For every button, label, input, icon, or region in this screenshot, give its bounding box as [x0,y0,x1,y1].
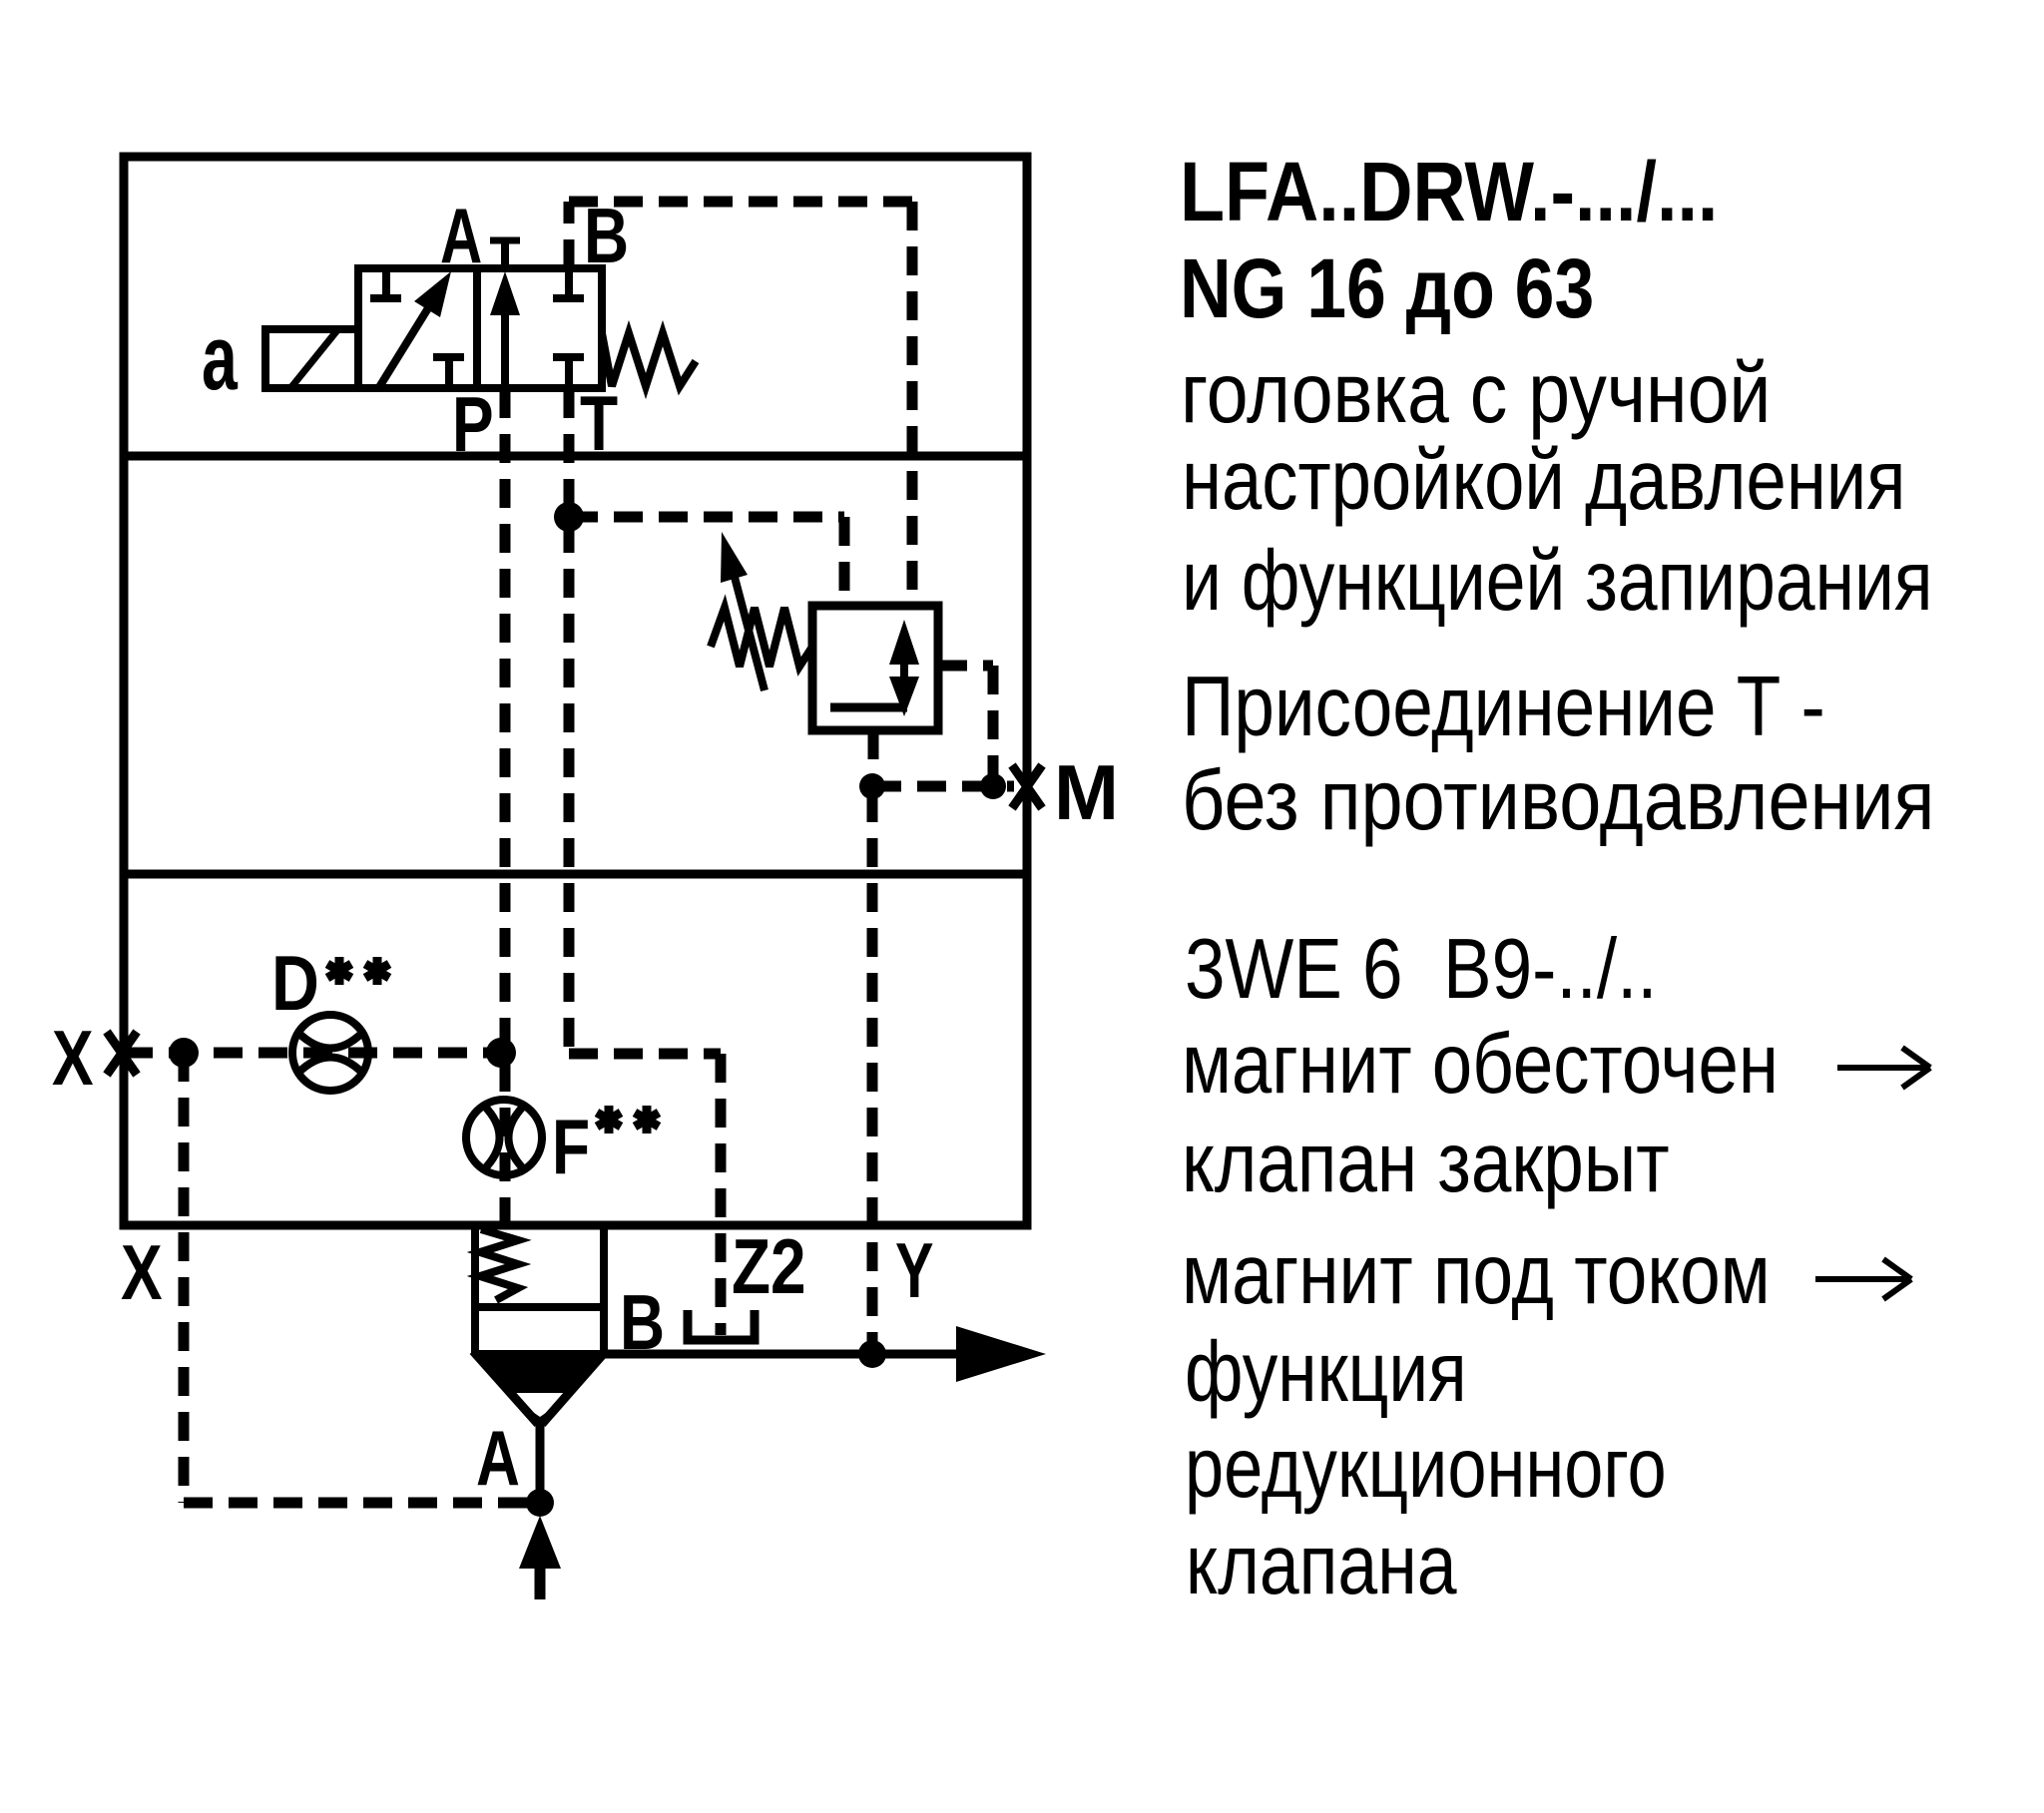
svg-text:функция: функция [1185,1324,1467,1419]
svg-text:магнит под током: магнит под током [1182,1226,1771,1322]
svg-text:магнит обесточен: магнит обесточен [1182,1016,1779,1112]
svg-text:A: A [476,1415,520,1502]
svg-text:Z2: Z2 [732,1223,806,1310]
svg-text:LFA..DRW.-.../...: LFA..DRW.-.../... [1180,144,1718,238]
svg-text:D: D [271,940,319,1027]
svg-text:B: B [620,1278,665,1365]
svg-text:и функцией запирания: и функцией запирания [1182,533,1933,628]
svg-text:NG 16 до 63: NG 16 до 63 [1180,241,1594,336]
svg-text:головка с ручной: головка с ручной [1181,346,1771,441]
svg-text:B: B [584,192,629,278]
svg-text:клапан закрыт: клапан закрыт [1182,1115,1670,1210]
svg-text:Y: Y [895,1227,933,1315]
svg-text:A: A [440,193,482,279]
svg-text:F: F [552,1103,590,1189]
svg-text:a: a [202,306,238,409]
svg-text:без противодавления: без противодавления [1182,753,1935,848]
svg-text:настройкой давления: настройкой давления [1182,433,1905,528]
svg-text:T: T [580,379,618,466]
svg-text:редукционного: редукционного [1185,1420,1667,1516]
svg-text:M: M [1054,748,1119,836]
svg-text:клапана: клапана [1186,1517,1457,1611]
svg-text:P: P [452,380,494,467]
svg-text:Присоединение Т -: Присоединение Т - [1182,659,1825,754]
svg-text:X: X [52,1014,94,1101]
svg-text:3WE 6 B9-../..: 3WE 6 B9-../.. [1185,921,1658,1017]
svg-text:X: X [121,1228,163,1315]
